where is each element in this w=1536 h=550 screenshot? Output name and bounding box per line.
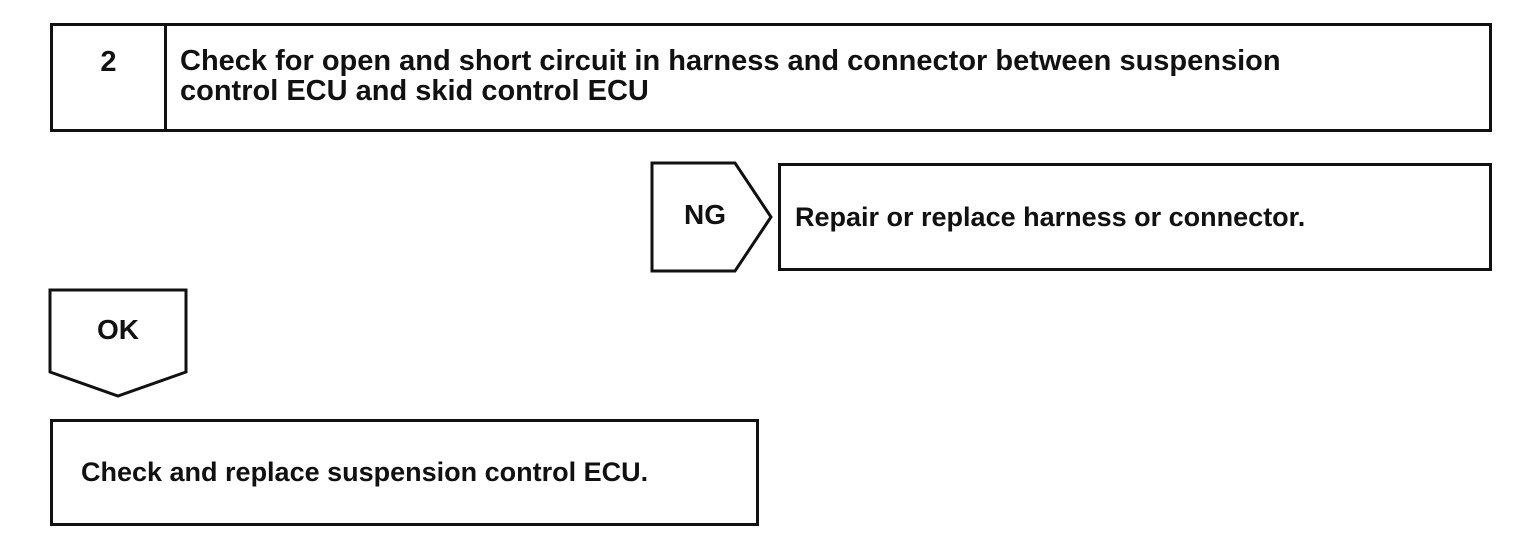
ok-action-box: Check and replace suspension control ECU… [50, 419, 759, 526]
ng-action-box: Repair or replace harness or connector. [778, 163, 1492, 271]
ok-label: OK [97, 314, 139, 345]
step-title-line-1: Check for open and short circuit in harn… [180, 45, 1281, 77]
step-number: 2 [53, 26, 167, 129]
step-title-line-2: control ECU and skid control ECU [180, 75, 649, 107]
ok-action-text: Check and replace suspension control ECU… [81, 457, 649, 487]
ng-label: NG [684, 199, 726, 230]
ng-action-text: Repair or replace harness or connector. [795, 201, 1306, 232]
step-box: 2 Check for open and short circuit in ha… [50, 23, 1492, 132]
step-title: Check for open and short circuit in harn… [180, 46, 1469, 106]
step-number-text: 2 [100, 46, 117, 78]
